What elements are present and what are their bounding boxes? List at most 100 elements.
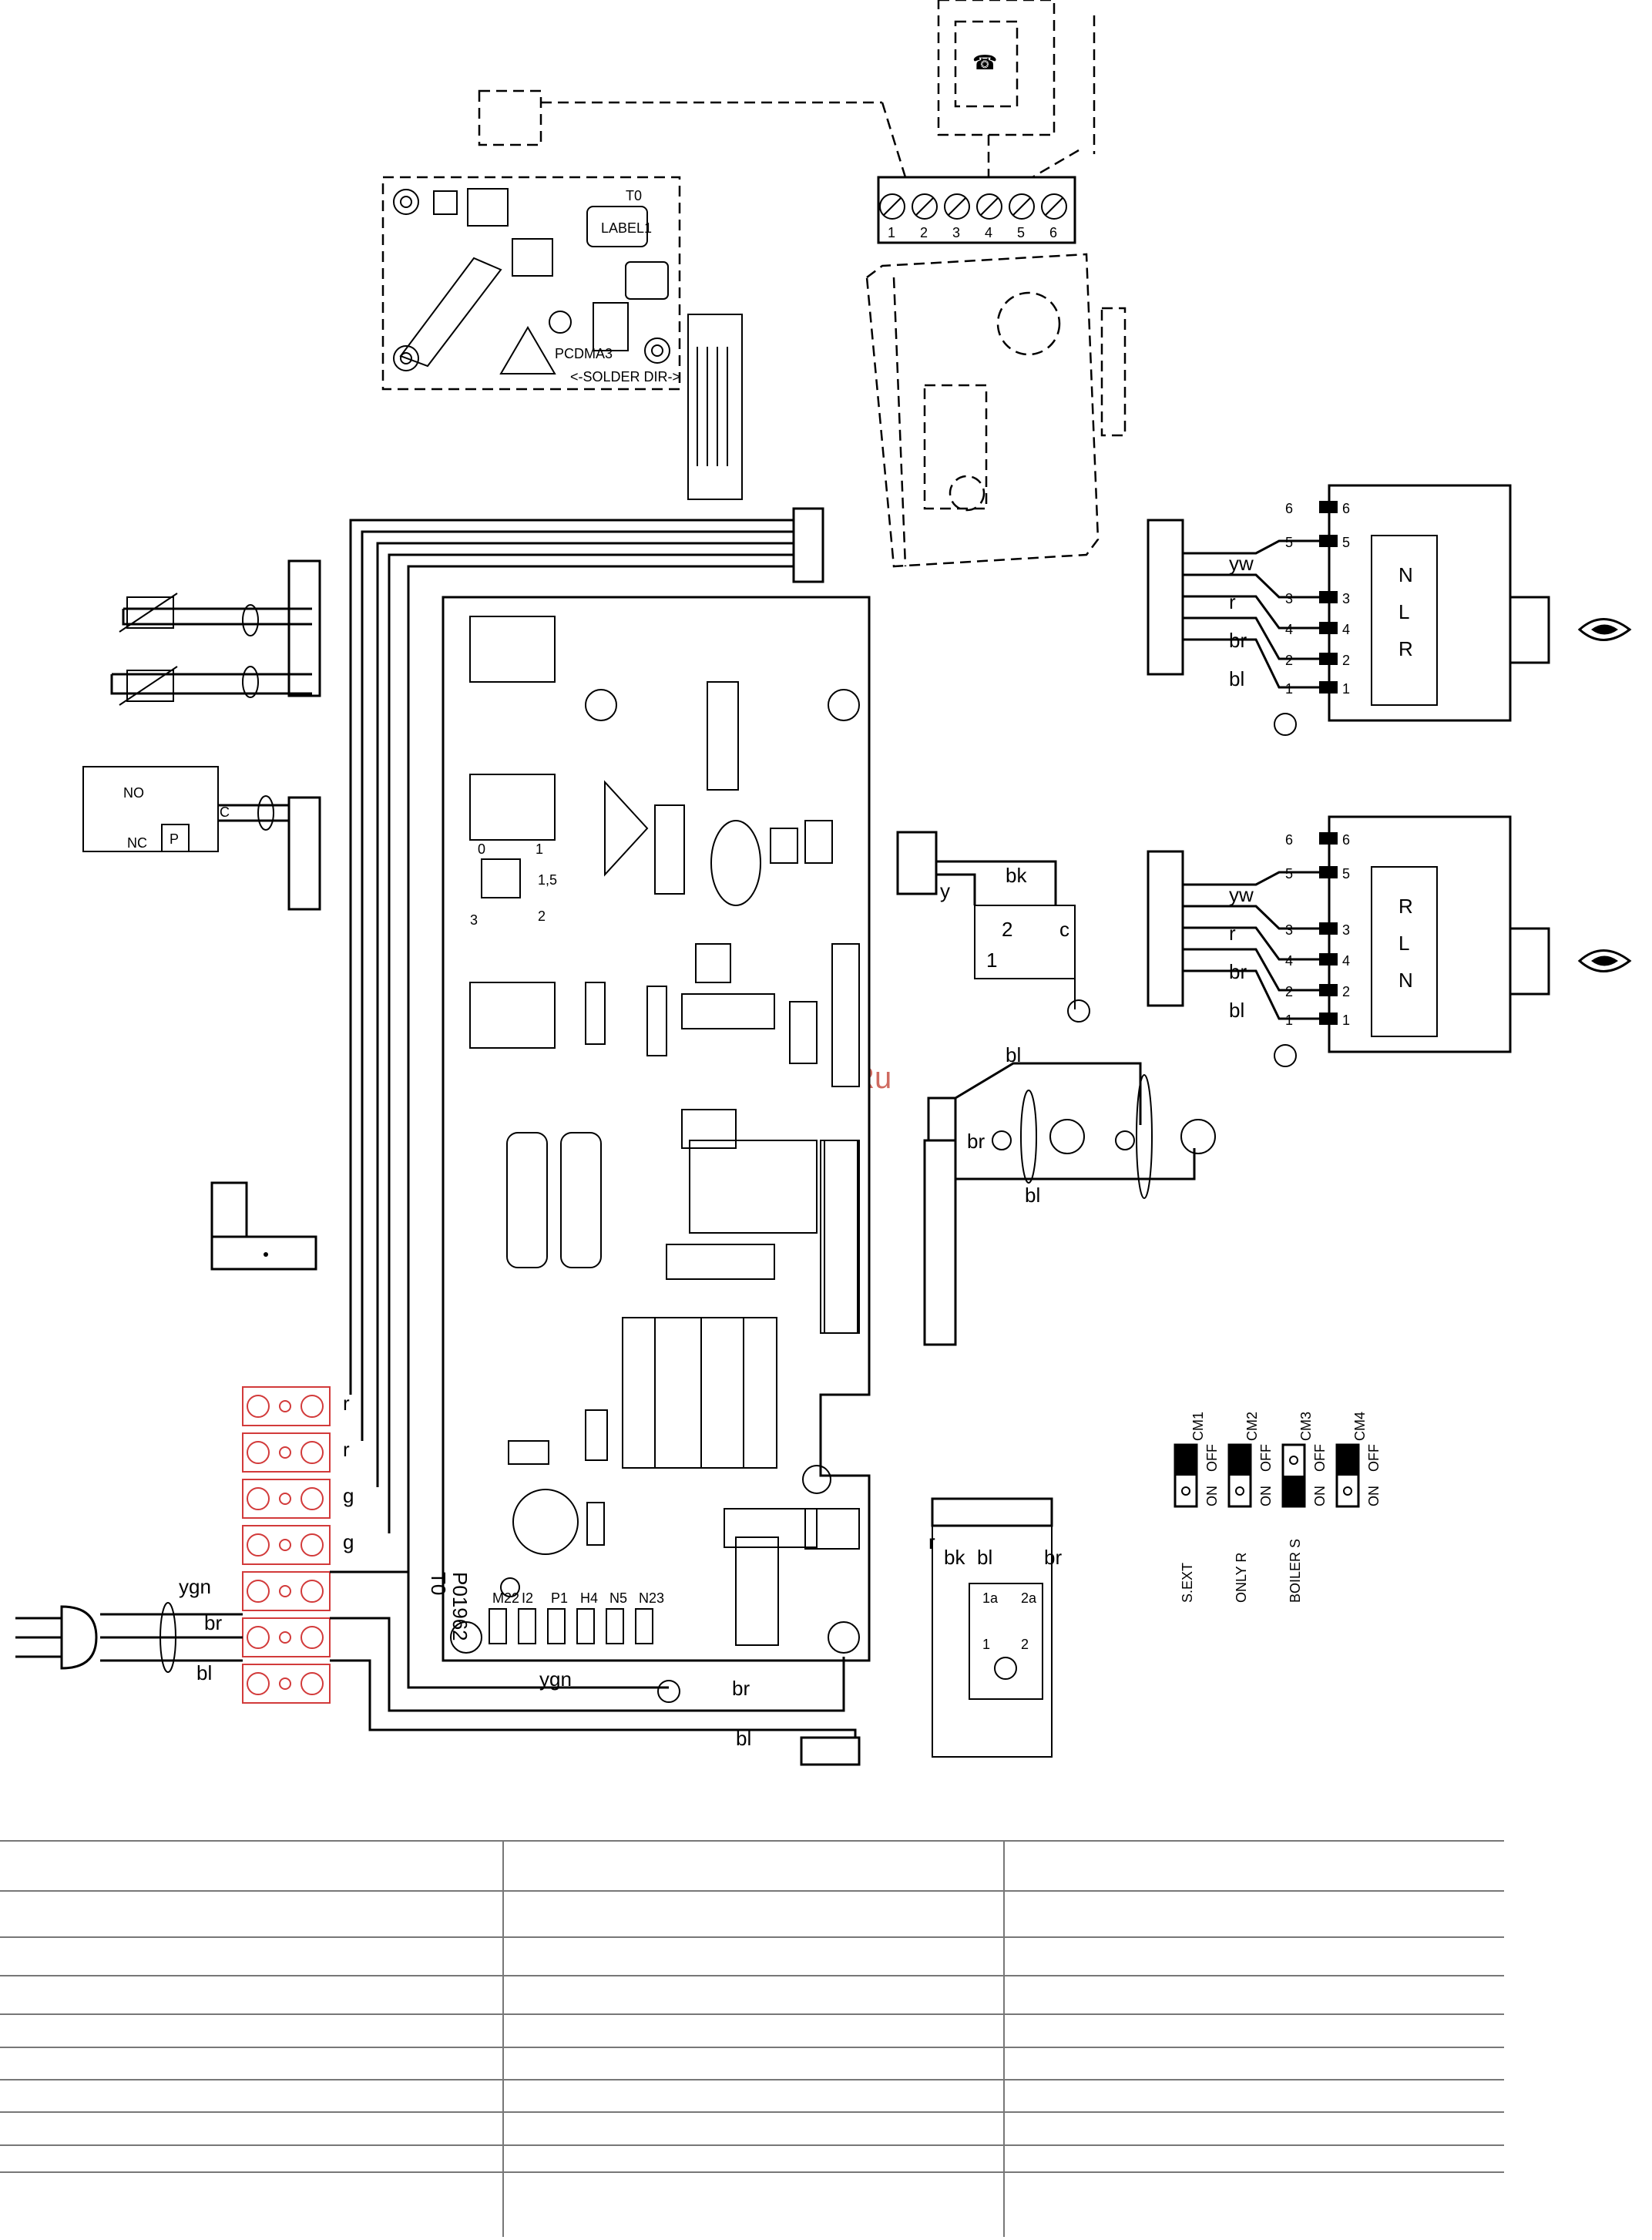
valve-br: br	[1044, 1546, 1062, 1569]
gas-valve-pin: 3	[1285, 591, 1293, 606]
pot-label-0: 0	[478, 841, 485, 857]
valve-wire	[1183, 871, 1319, 886]
terminal-number: 2	[920, 225, 928, 240]
pcb-label: PCDMA3	[555, 346, 613, 361]
terminal-screw	[1041, 193, 1067, 220]
gas-valve-symbol: L	[1398, 932, 1409, 955]
screw-slot	[1045, 197, 1063, 216]
gas-valve-pin: 2	[1285, 984, 1293, 999]
gas-valve-symbol: N	[1398, 969, 1413, 992]
table-line	[0, 2047, 1504, 2048]
three-way-relay: 2 1 bk y c	[896, 831, 1090, 1023]
pin-contact	[1319, 681, 1338, 693]
terminal-screw	[912, 193, 938, 220]
valve-contact-2: 2	[1021, 1637, 1029, 1652]
gas-valve-symbol: R	[1398, 895, 1413, 918]
terminal-screw-left	[247, 1580, 270, 1603]
valve-bk: bk	[944, 1546, 965, 1569]
gas-valve-symbol: L	[1398, 600, 1409, 623]
dip-off: OFF	[1366, 1444, 1382, 1472]
board-code-2: T0	[427, 1572, 450, 1595]
valve-contact-1: 1	[982, 1637, 990, 1652]
gas-valve-pin: 4	[1285, 622, 1293, 637]
valve-wire	[1183, 905, 1319, 930]
gas-valve-wire-label: r	[1229, 590, 1236, 613]
wire-label-ygn: ygn	[179, 1575, 211, 1598]
pin-contact	[1319, 653, 1338, 665]
gas-valve-pin-right: 3	[1342, 922, 1350, 938]
gas-valve-pin-right: 4	[1342, 953, 1350, 969]
jumper-label: I2	[522, 1590, 533, 1606]
table-line	[0, 1975, 1504, 1976]
mains-plug	[15, 1605, 98, 1670]
legend-table	[0, 1840, 1504, 2237]
table-line	[0, 2111, 1504, 2113]
pressure-switch-nc: NC	[127, 835, 147, 851]
valve-wire	[1183, 638, 1319, 689]
dip-lever	[1283, 1476, 1304, 1506]
diverter-valve: r bk bl br 1 1a 2a 2	[928, 1497, 1062, 1758]
terminal-number: 3	[952, 225, 960, 240]
dip-id: CM4	[1352, 1412, 1368, 1441]
terminal-screw-right	[301, 1441, 324, 1464]
wiring-diagram: McGrp.Ru LABEL1 T0 PCDMA3 <-SOLDER DIR->	[15, 0, 1632, 1766]
pin-contact	[1319, 953, 1338, 966]
terminal-screw	[944, 193, 970, 220]
jumper-label: M22	[492, 1590, 519, 1606]
terminal-number: 1	[888, 225, 895, 240]
table-line	[0, 1840, 1504, 1842]
pot-label-3: 3	[470, 912, 478, 928]
dip-lever	[1337, 1445, 1358, 1476]
pin-contact	[1319, 535, 1338, 547]
jumper	[489, 1608, 507, 1644]
dip-label: BOILER S	[1288, 1539, 1303, 1603]
terminal-screw	[879, 193, 905, 220]
pin-contact	[1319, 984, 1338, 996]
terminal-hole	[279, 1631, 291, 1644]
terminal-screw	[1009, 193, 1035, 220]
gas-valve-pin-right: 3	[1342, 591, 1350, 606]
gas-valve-pin: 6	[1285, 832, 1293, 848]
phone-icon: ☎	[972, 51, 997, 74]
jumper-label: N23	[639, 1590, 664, 1606]
dip-dot	[1343, 1486, 1352, 1496]
relay-pin-2: 2	[1002, 918, 1012, 941]
gas-valve-cylinder	[1509, 927, 1550, 996]
pump-br: br	[967, 1130, 985, 1153]
valve-contact-2a: 2a	[1021, 1590, 1037, 1606]
dip-off: OFF	[1312, 1444, 1328, 1472]
dip-id: CM3	[1298, 1412, 1314, 1441]
wire-label-bl2: bl	[736, 1727, 751, 1750]
gas-valve-connector	[1147, 850, 1184, 1007]
ground-icon	[1274, 713, 1297, 736]
ntc-sensors	[110, 559, 321, 706]
screw-slot	[948, 197, 966, 216]
valve-wire	[1183, 926, 1319, 961]
table-line	[0, 2079, 1504, 2080]
flow-sensor	[210, 1181, 317, 1271]
dip-id: CM1	[1190, 1412, 1206, 1441]
valve-wire	[1183, 539, 1319, 555]
gas-valve-body	[1328, 815, 1512, 1053]
gas-valve-symbol: R	[1398, 637, 1413, 660]
relay-pin-1: 1	[986, 949, 997, 972]
terminal-hole	[279, 1585, 291, 1597]
dip-on: ON	[1366, 1486, 1382, 1506]
screw-slot	[915, 197, 934, 216]
terminal-number: 4	[985, 225, 992, 240]
pin-contact	[1319, 922, 1338, 935]
gas-valve-connector	[1147, 519, 1184, 676]
flame-icon	[1577, 618, 1632, 641]
terminal-screw-right	[301, 1672, 324, 1695]
gas-valve-pin-right: 6	[1342, 832, 1350, 848]
gas-valve-symbol-panel	[1371, 535, 1438, 706]
pin-contact	[1319, 866, 1338, 878]
